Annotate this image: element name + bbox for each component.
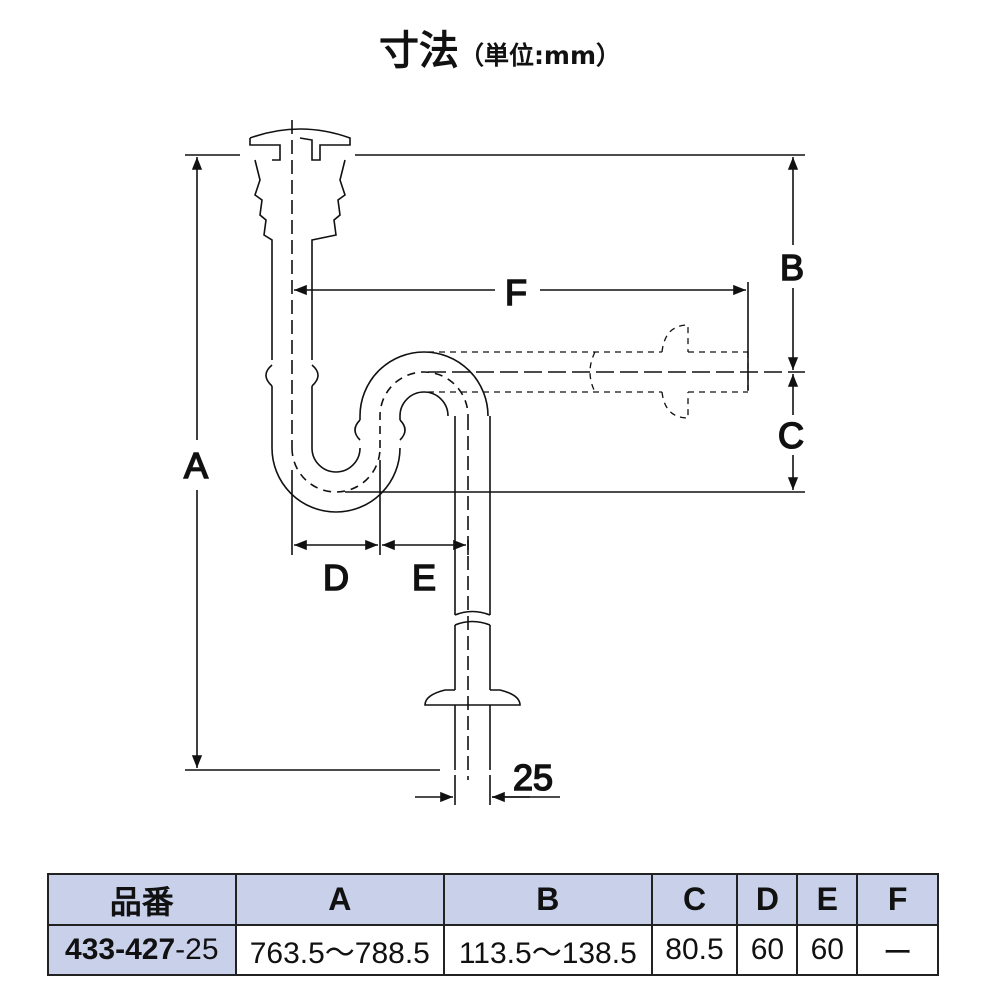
label-e: E bbox=[412, 557, 436, 598]
cell-e: 60 bbox=[796, 924, 859, 976]
header-a: A bbox=[234, 873, 446, 926]
cell-c: 80.5 bbox=[650, 924, 739, 976]
extension-lines bbox=[185, 154, 805, 805]
header-e: E bbox=[796, 873, 859, 926]
label-b: B bbox=[780, 247, 804, 288]
header-d: D bbox=[736, 873, 799, 926]
cell-part-number: 433-427-25 bbox=[47, 924, 237, 976]
part-number-main: 433-427 bbox=[65, 933, 176, 966]
cell-b: 113.5〜138.5 bbox=[443, 924, 653, 976]
cell-a: 763.5〜788.5 bbox=[234, 924, 446, 976]
title-main: 寸法 bbox=[378, 28, 459, 74]
label-f: F bbox=[505, 272, 527, 313]
header-part-number: 品番 bbox=[47, 873, 237, 926]
header-c: C bbox=[650, 873, 739, 926]
trap-dimension-diagram: A B C D E F 25 bbox=[183, 120, 805, 805]
page-title: 寸法（単位:mm） bbox=[0, 18, 1000, 76]
label-d: D bbox=[323, 557, 349, 598]
cell-f: ー bbox=[856, 924, 939, 976]
part-number-suffix: -25 bbox=[175, 933, 219, 966]
label-a: A bbox=[184, 445, 208, 486]
dimension-table: 品番 A B C D E F 433-427-25 763.5〜788.5 11… bbox=[47, 873, 939, 976]
title-unit: （単位:mm） bbox=[458, 41, 622, 70]
table-row: 433-427-25 763.5〜788.5 113.5〜138.5 80.5 … bbox=[47, 924, 939, 976]
label-diameter: 25 bbox=[513, 757, 553, 798]
table-header-row: 品番 A B C D E F bbox=[47, 873, 939, 926]
header-b: B bbox=[443, 873, 653, 926]
cell-d: 60 bbox=[736, 924, 799, 976]
dimension-lines bbox=[191, 157, 799, 803]
label-c: C bbox=[778, 415, 804, 456]
header-f: F bbox=[856, 873, 939, 926]
trap-pipe bbox=[249, 120, 805, 780]
